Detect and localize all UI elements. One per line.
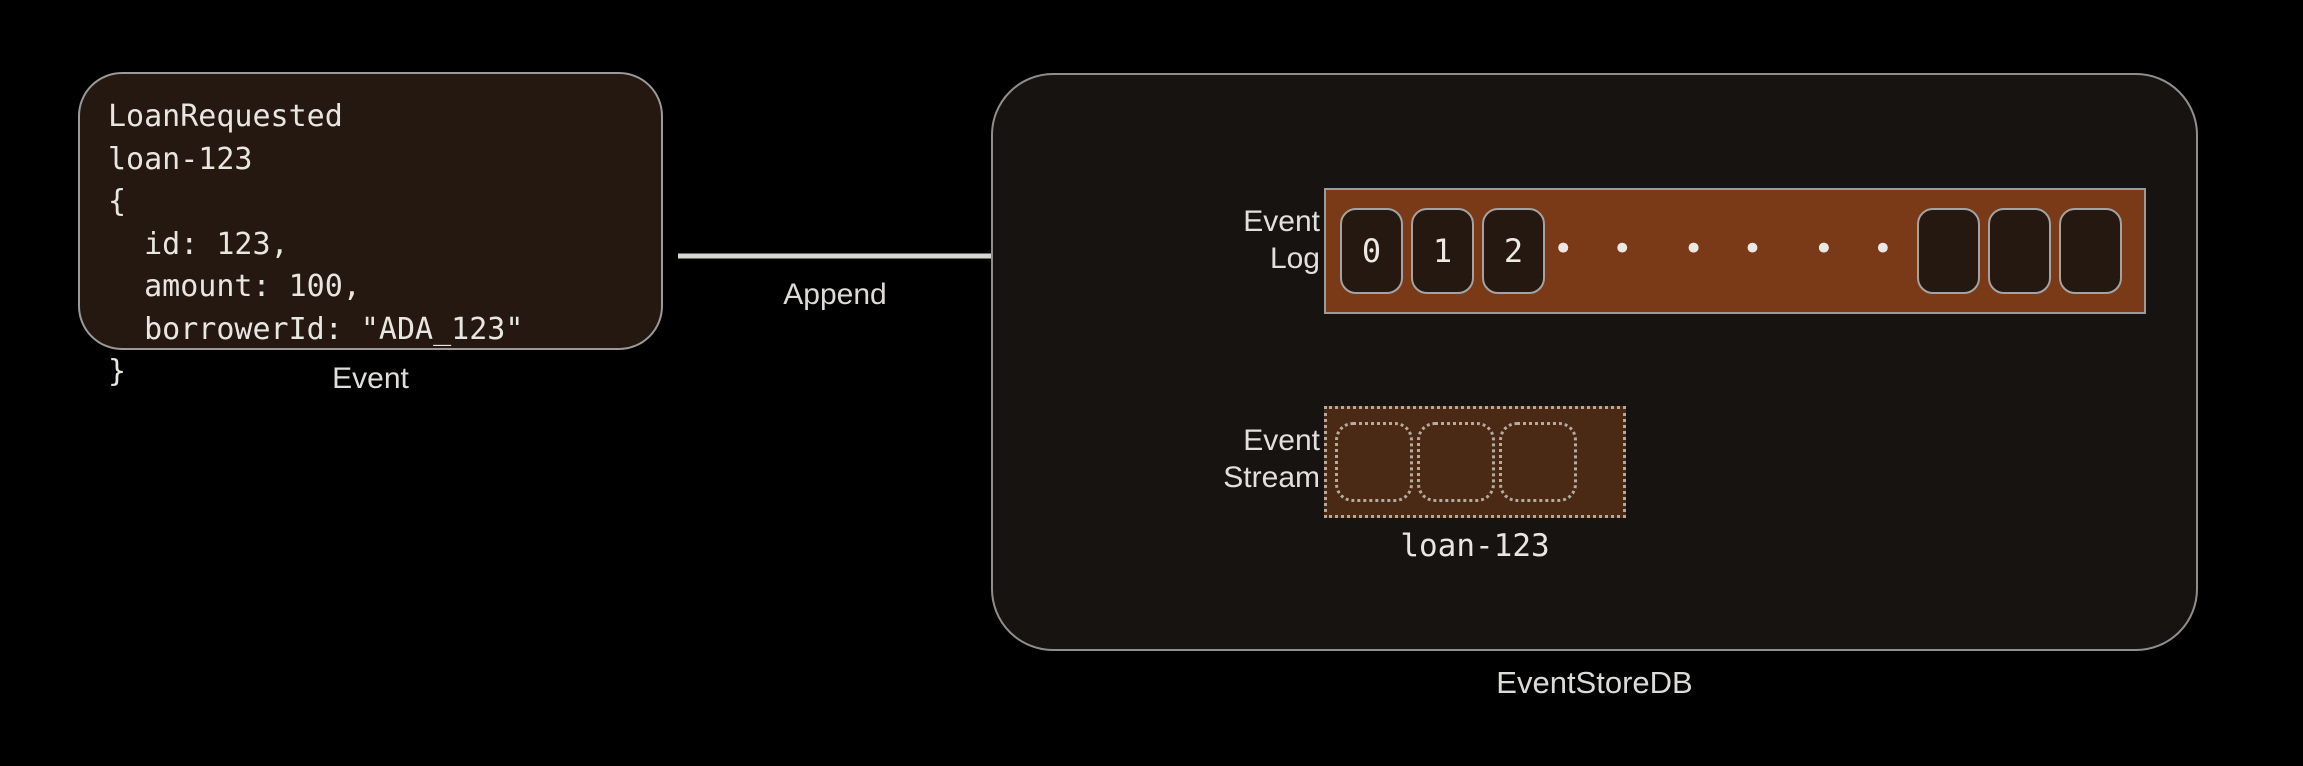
stream-cell bbox=[1417, 422, 1495, 502]
eventstoredb-caption: EventStoreDB bbox=[1496, 665, 1693, 700]
event-payload-code: LoanRequested loan-123 { id: 123, amount… bbox=[108, 99, 524, 389]
event-card-caption: Event bbox=[332, 362, 409, 395]
event-log-label: Event Log bbox=[1243, 205, 1320, 275]
event-log-band: 0 1 2 • • • • • • • • • bbox=[1324, 188, 2146, 314]
stream-cell bbox=[1335, 422, 1413, 502]
event-stream-box bbox=[1324, 406, 1626, 518]
stream-name-caption: loan-123 bbox=[1400, 528, 1550, 564]
eventstoredb-container bbox=[991, 73, 2198, 651]
log-cell: 0 bbox=[1340, 208, 1403, 294]
log-cell-empty bbox=[1988, 208, 2051, 294]
append-label: Append bbox=[783, 278, 887, 311]
log-cell: 1 bbox=[1411, 208, 1474, 294]
log-cell-empty bbox=[2059, 208, 2122, 294]
log-cell-empty bbox=[1917, 208, 1980, 294]
event-stream-label: Event Stream bbox=[1223, 424, 1320, 494]
log-ellipsis: • • • • • • • • • bbox=[1553, 229, 1903, 269]
log-cell: 2 bbox=[1482, 208, 1545, 294]
event-card: LoanRequested loan-123 { id: 123, amount… bbox=[78, 72, 663, 389]
stream-cell bbox=[1499, 422, 1577, 502]
